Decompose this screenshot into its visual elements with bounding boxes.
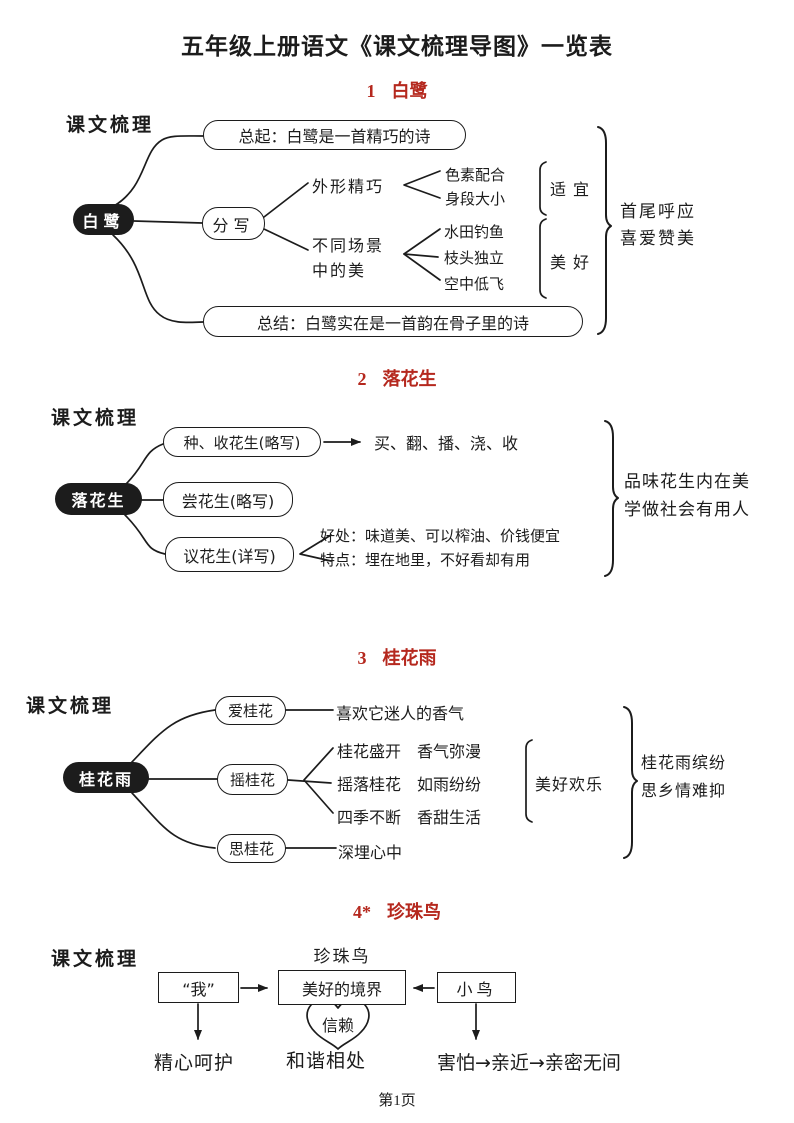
discuss-trait-text: 特点：埋在地里，不好看却有用 — [320, 551, 531, 569]
section1-title: 白鹭 — [391, 81, 428, 101]
section1-branch-scenes-line2: 中的美 — [312, 261, 367, 280]
appearance-item-color: 色素配合 — [445, 166, 506, 184]
section1-branch-appearance: 外形精巧 — [312, 177, 385, 196]
shake-item-rain: 摇落桂花 如雨纷纷 — [337, 775, 482, 794]
section3-outline-label: 课文梳理 — [26, 695, 115, 717]
section1-summary-line1: 首尾呼应 — [620, 202, 696, 222]
section2-grow-box: 种、收花生(略写) — [163, 427, 321, 457]
me-result-text: 精心呵护 — [154, 1052, 235, 1074]
trust-result-text: 和谐相处 — [286, 1050, 367, 1072]
section3-heading: 3 桂花雨 — [0, 644, 794, 670]
section3-summary: 桂花雨缤纷 思乡情难抑 — [641, 749, 726, 805]
section1-lines — [112, 126, 612, 335]
section4-lines — [194, 984, 480, 1050]
section4-realm-box: 美好的境界 — [278, 970, 406, 1005]
section2-lines — [124, 420, 619, 577]
section3-title: 桂花雨 — [382, 648, 437, 668]
section4-title: 珍珠鸟 — [387, 902, 441, 922]
section4-number: 4* — [353, 902, 371, 922]
shake-result-text: 美好欢乐 — [535, 775, 604, 794]
scene-item-flying: 空中低飞 — [444, 275, 505, 293]
miss-detail-text: 深埋心中 — [338, 843, 403, 862]
section1-branch-scenes-line1: 不同场景 — [312, 236, 385, 255]
section1-detail-box: 分写 — [202, 207, 265, 240]
bracket-section3-summary — [623, 706, 638, 859]
scene-item-standing: 枝头独立 — [444, 249, 505, 267]
section1-root-label: 白鹭 — [82, 211, 125, 231]
section4-heading: 4* 珍珠鸟 — [0, 898, 794, 924]
scene-result: 美好 — [550, 253, 597, 272]
section3-root-node: 桂花雨 — [63, 762, 149, 793]
section2-discuss-box: 议花生(详写) — [165, 537, 294, 572]
section3-summary-line2: 思乡情难抑 — [641, 781, 727, 800]
discuss-benefit-text: 好处：味道美、可以榨油、价钱便宜 — [320, 527, 561, 545]
section1-number: 1 — [366, 81, 376, 101]
section3-lines — [129, 706, 638, 859]
scene-item-fishing: 水田钓鱼 — [444, 223, 505, 241]
section4-outline-label: 课文梳理 — [51, 948, 140, 970]
appearance-item-figure: 身段大小 — [445, 190, 506, 208]
section3-shake-box: 摇桂花 — [217, 764, 288, 795]
heart-trust-label: 信赖 — [321, 1016, 354, 1035]
section4-me-box: “我” — [158, 972, 239, 1003]
heart-icon — [306, 999, 370, 1050]
bird-result-text: 害怕→亲近→亲密无间 — [437, 1052, 621, 1074]
section3-root-label: 桂花雨 — [78, 769, 133, 789]
section4-bird-box: 小鸟 — [437, 972, 516, 1003]
section1-closing-box: 总结：白鹭实在是一首韵在骨子里的诗 — [203, 306, 583, 337]
bracket-section2-summary — [604, 420, 619, 577]
page-number: 第1页 — [378, 1093, 416, 1109]
bracket-happy — [525, 739, 533, 823]
section3-summary-line1: 桂花雨缤纷 — [641, 753, 727, 772]
grow-steps-text: 买、翻、播、浇、收 — [374, 434, 519, 453]
love-detail-text: 喜欢它迷人的香气 — [336, 704, 465, 723]
appearance-result: 适宜 — [550, 180, 597, 199]
section2-heading: 2 落花生 — [0, 365, 794, 391]
section2-summary-line2: 学做社会有用人 — [624, 500, 750, 520]
section1-heading: 1 白鹭 — [0, 77, 794, 103]
bracket-suitable — [539, 161, 547, 216]
section2-root-node: 落花生 — [55, 483, 142, 515]
section2-number: 2 — [357, 369, 367, 389]
section2-title: 落花生 — [382, 369, 437, 389]
section3-love-box: 爱桂花 — [215, 696, 286, 725]
section1-summary-line2: 喜爱赞美 — [620, 229, 696, 249]
section1-summary: 首尾呼应 喜爱赞美 — [620, 199, 696, 253]
section1-outline-label: 课文梳理 — [66, 114, 155, 136]
section3-miss-box: 思桂花 — [217, 834, 286, 863]
section2-taste-box: 尝花生(略写) — [163, 482, 293, 517]
section1-opening-box: 总起：白鹭是一首精巧的诗 — [203, 120, 466, 150]
section2-root-label: 落花生 — [71, 491, 126, 510]
section2-summary: 品味花生内在美 学做社会有用人 — [624, 468, 750, 524]
section3-number: 3 — [357, 648, 367, 668]
section1-root-node: 白鹭 — [73, 204, 134, 235]
shake-item-bloom: 桂花盛开 香气弥漫 — [337, 742, 482, 761]
page-title: 五年级上册语文《课文梳理导图》一览表 — [181, 34, 613, 59]
bracket-section1-summary — [597, 126, 612, 335]
section2-summary-line1: 品味花生内在美 — [624, 472, 750, 492]
section4-top-label: 珍珠鸟 — [313, 947, 371, 967]
bracket-beautiful — [539, 218, 547, 299]
shake-item-seasons: 四季不断 香甜生活 — [337, 808, 482, 827]
section2-outline-label: 课文梳理 — [51, 407, 140, 429]
